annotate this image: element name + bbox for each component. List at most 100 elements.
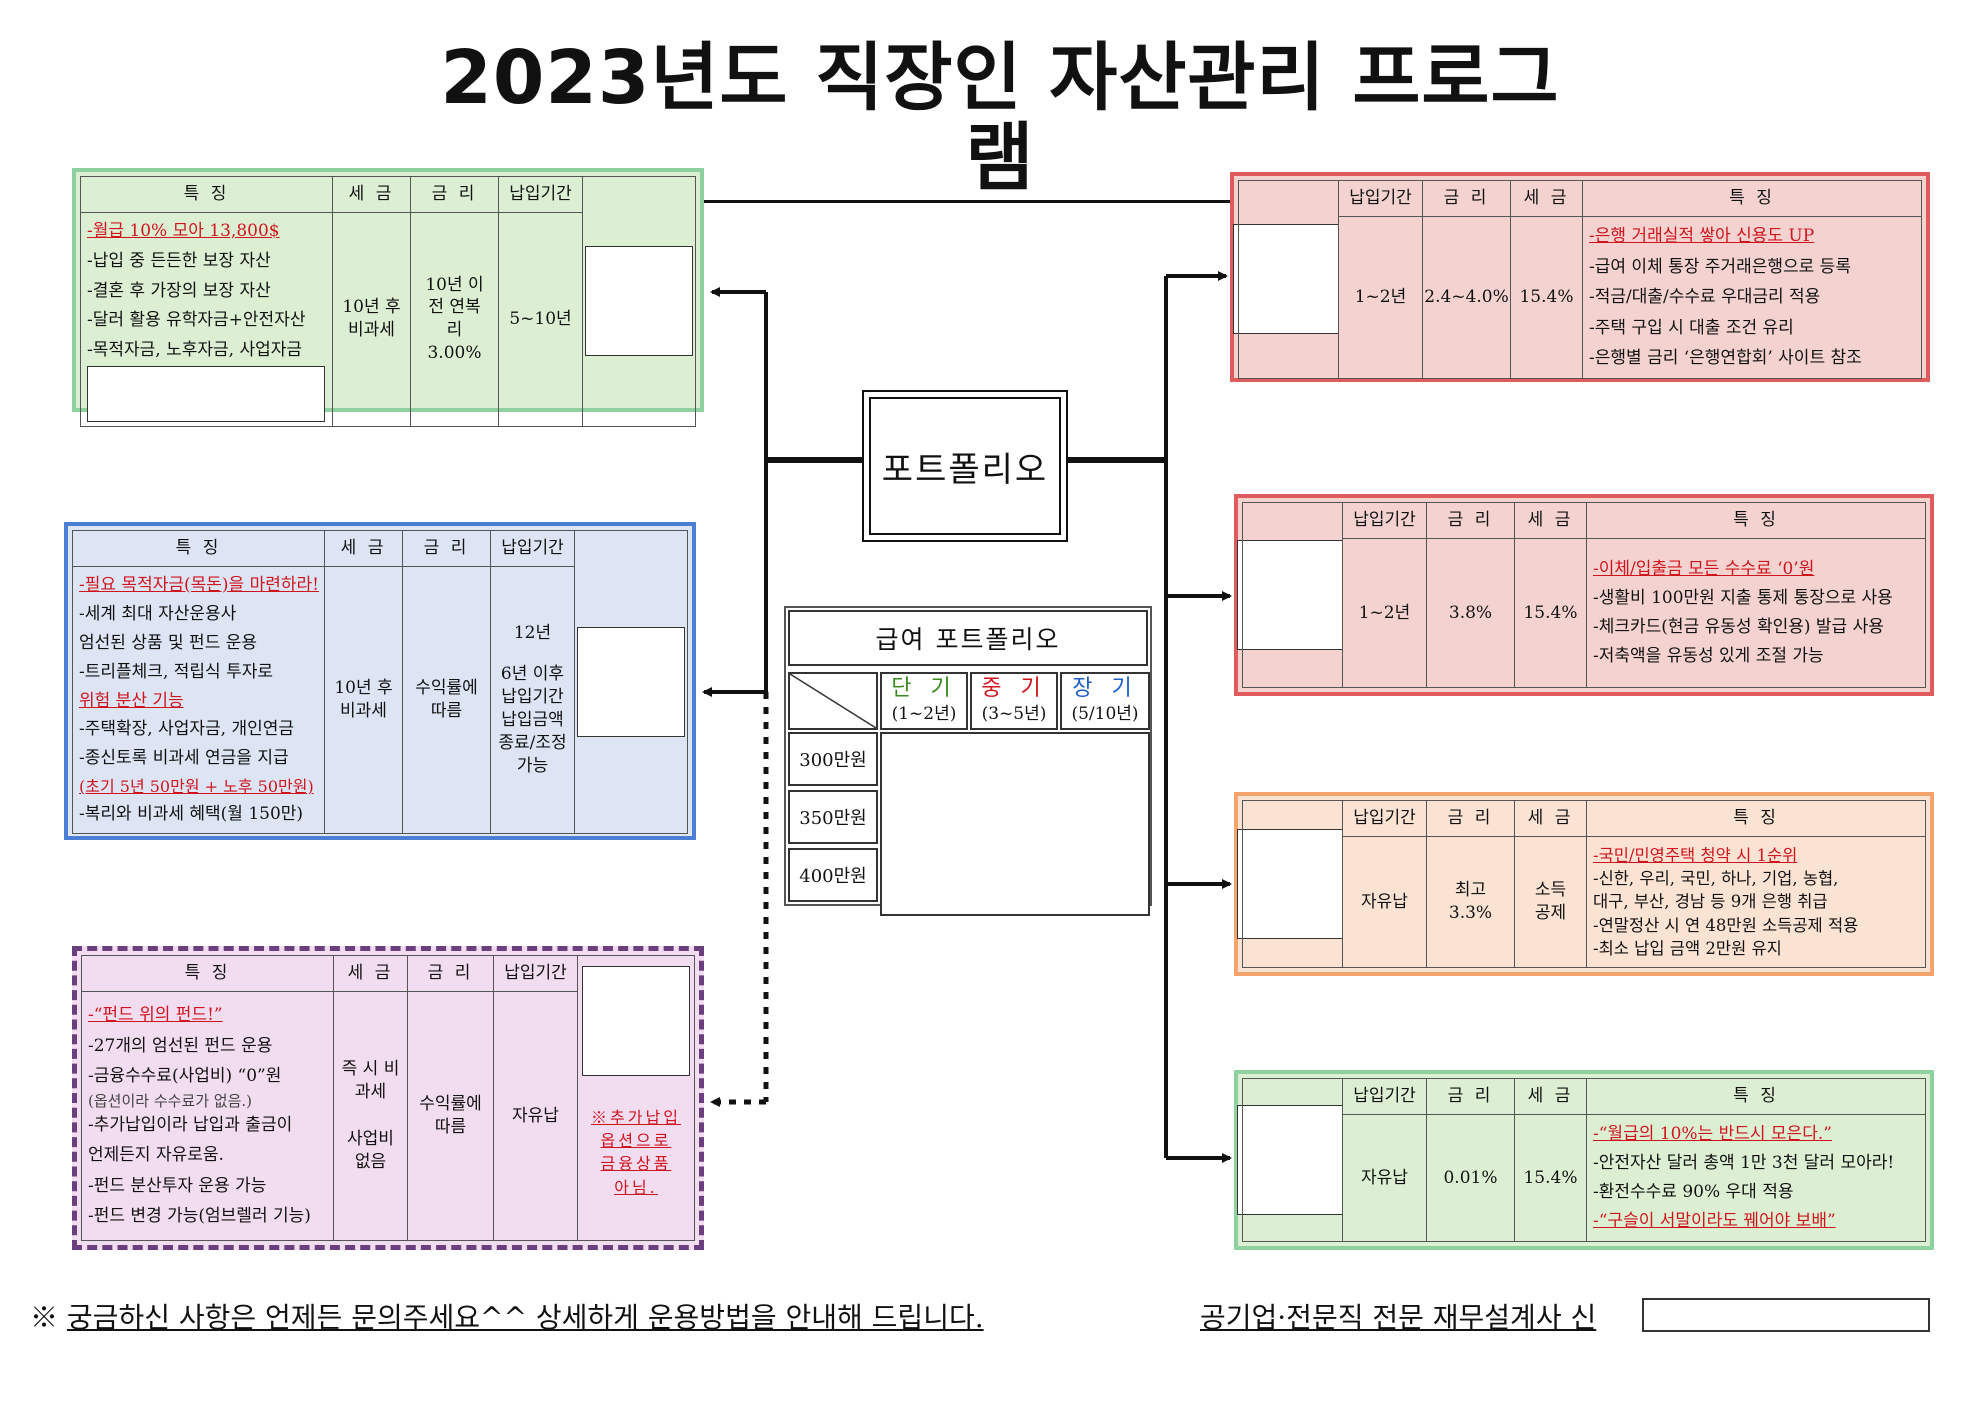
period-value: 자유납 [493, 991, 578, 1241]
header-feature: 특 징 [1586, 502, 1926, 539]
period-value: 자유납 [1342, 836, 1427, 968]
portfolio-box: 포트폴리오 [862, 390, 1068, 542]
tax-value: 15.4% [1514, 538, 1587, 688]
header-rate: 금 리 [1426, 1078, 1515, 1115]
header-tax: 세 금 [1514, 1078, 1587, 1115]
feature-item: -급여 이체 통장 주거래은행으로 등록 [1589, 256, 1851, 277]
header-rate: 금 리 [410, 176, 499, 213]
column-short-term: 단 기 (1~2년) [880, 672, 968, 730]
column-long-term: 장 기 (5/10년) [1060, 672, 1150, 730]
header-feature: 특 징 [1582, 180, 1922, 217]
rate-value: 0.01% [1426, 1114, 1515, 1242]
header-period: 납입기간 [1342, 800, 1427, 837]
header-period: 납입기간 [493, 955, 578, 992]
header-tax: 세 금 [332, 176, 411, 213]
period-value: 12년 [513, 623, 552, 644]
feature-item: -주택 구입 시 대출 조건 유리 [1589, 317, 1794, 338]
right-panel-4: 납입기간 금 리 세 금 특 징 자유납 0.01% 15.4% -“월급의 1… [1234, 1070, 1934, 1250]
note-cell: ※추가납입 옵션으로 금융상품 아님. [577, 955, 695, 1241]
feature-item: -은행별 금리 ‘은행연합회’ 사이트 참조 [1589, 348, 1862, 369]
feature-item: -신한, 우리, 국민, 하나, 기업, 농협, [1593, 869, 1839, 889]
feature-item: -“월급의 10%는 반드시 모은다.” [1593, 1124, 1832, 1145]
feature-item: -목적자금, 노후자금, 사업자금 [87, 340, 303, 360]
header-tax: 세 금 [1514, 502, 1587, 539]
feature-item: -종신토록 비과세 연금을 지급 [79, 748, 289, 769]
blank-box [1237, 829, 1343, 939]
feature-item: -환전수수료 90% 우대 적용 [1593, 1182, 1794, 1202]
feature-item: -27개의 엄선된 펀드 운용 [88, 1035, 273, 1056]
feature-item: -생활비 100만원 지출 통제 통장으로 사용 [1593, 588, 1893, 609]
feature-item: -안전자산 달러 총액 1만 3천 달러 모아라! [1593, 1153, 1895, 1174]
feature-item: -금융수수료(사업비) “0”원 [88, 1066, 282, 1087]
feature-item: 언제든지 자유로움. [88, 1145, 224, 1166]
header-period: 납입기간 [1338, 180, 1423, 217]
column-label: 중 기 [981, 676, 1047, 701]
right-panel-3: 납입기간 금 리 세 금 특 징 자유납 최고 3.3% 소득 공제 -국민/민… [1234, 792, 1934, 976]
feature-list: -필요 목적자금(목돈)을 마련하라! -세계 최대 자산운용사 엄선된 상품 … [72, 565, 325, 835]
tax-value: 즉 시 비과세 [341, 1059, 400, 1103]
feature-list: -“월급의 10%는 반드시 모은다.” -안전자산 달러 총액 1만 3천 달… [1586, 1114, 1926, 1242]
tax-value: 10년 후 비과세 [324, 565, 403, 835]
feature-list: -은행 거래실적 쌓아 신용도 UP -급여 이체 통장 주거래은행으로 등록 … [1582, 216, 1922, 379]
header-period: 납입기간 [498, 176, 583, 213]
diagonal-header-cell [788, 672, 878, 730]
blank-box [87, 365, 325, 422]
blank-cell [582, 176, 696, 427]
column-sub: (1~2년) [891, 704, 957, 724]
tax-value: 15.4% [1514, 1114, 1587, 1242]
rate-value: 10년 이전 연복리 3.00% [410, 212, 499, 427]
period-value: 5~10년 [498, 212, 583, 427]
header-rate: 금 리 [1426, 502, 1515, 539]
advisor-name-box [1642, 1298, 1930, 1332]
tax-note: 사업비 없음 [347, 1129, 394, 1172]
row-350: 350만원 [788, 790, 878, 844]
blank-box [577, 627, 685, 738]
feature-item: 위험 분산 기능 [79, 690, 184, 711]
period-value: 1~2년 [1342, 538, 1427, 688]
blank-box [1233, 224, 1339, 335]
header-period: 납입기간 [1342, 502, 1427, 539]
blank-box [582, 966, 690, 1076]
feature-item: -월급 10% 모아 13,800$ [87, 221, 280, 241]
feature-item: 엄선된 상품 및 펀드 운용 [79, 632, 258, 653]
feature-item: -“구슬이 서말이라도 꿰어야 보배” [1593, 1210, 1836, 1231]
tax-cell: 즉 시 비과세 사업비 없음 [333, 991, 408, 1241]
header-feature: 특 징 [80, 176, 333, 213]
column-label: 장 기 [1072, 676, 1138, 701]
feature-item: -세계 최대 자산운용사 [79, 603, 237, 624]
feature-item: -체크카드(현금 유동성 확인용) 발급 사용 [1593, 617, 1884, 637]
period-value: 자유납 [1342, 1114, 1427, 1242]
blank-cell [574, 529, 688, 835]
header-feature: 특 징 [81, 955, 334, 992]
page-title: 2023년도 직장인 자산관리 프로그램 [430, 38, 1570, 203]
header-tax: 세 금 [324, 530, 403, 567]
blank-cell [1237, 502, 1343, 688]
column-sub: (5/10년) [1071, 704, 1139, 724]
tax-value: 10년 후 비과세 [332, 212, 411, 427]
feature-list: -월급 10% 모아 13,800$ -납입 중 든든한 보장 자산 -결혼 후… [80, 212, 333, 427]
feature-list: -이체/입출금 모든 수수료 ‘0’원 -생활비 100만원 지출 통제 통장으… [1586, 538, 1926, 688]
feature-item: -이체/입출금 모든 수수료 ‘0’원 [1593, 559, 1815, 580]
feature-item: -필요 목적자금(목돈)을 마련하라! [79, 575, 319, 595]
feature-item: (옵션이라 수수료가 없음.) [88, 1091, 253, 1110]
feature-item: -트리플체크, 적립식 투자로 [79, 661, 273, 682]
left-panel-1: 특 징 세 금 금 리 납입기간 -월급 10% 모아 13,800$ -납입 … [72, 168, 704, 427]
blank-box [1237, 1105, 1343, 1215]
reference-mark: ※ [30, 1301, 59, 1334]
feature-list: -“펀드 위의 펀드!” -27개의 엄선된 펀드 운용 -금융수수료(사업비)… [81, 991, 334, 1241]
blank-box [1237, 540, 1343, 650]
advisor-label: 공기업·전문직 전문 재무설계사 신 [1200, 1301, 1597, 1334]
column-mid-term: 중 기 (3~5년) [970, 672, 1058, 730]
header-feature: 특 징 [72, 530, 325, 567]
feature-item: -납입 중 든든한 보장 자산 [87, 250, 271, 271]
feature-item: -적금/대출/수수료 우대금리 적용 [1589, 287, 1821, 308]
footer-note-text: 궁금하신 사항은 언제든 문의주세요^^ 상세하게 운용방법을 안내해 드립니다… [66, 1301, 984, 1334]
header-tax: 세 금 [333, 955, 408, 992]
feature-list: -국민/민영주택 청약 시 1순위 -신한, 우리, 국민, 하나, 기업, 농… [1586, 836, 1926, 968]
blank-box [585, 246, 693, 357]
tax-value: 15.4% [1510, 216, 1583, 379]
salary-portfolio-table: 급여 포트폴리오 단 기 (1~2년) 중 기 (3~5년) 장 기 (5/10… [784, 606, 1152, 916]
feature-item: -펀드 변경 가능(엄브렐러 기능) [88, 1206, 311, 1227]
feature-item: -달러 활용 유학자금+안전자산 [87, 310, 306, 331]
